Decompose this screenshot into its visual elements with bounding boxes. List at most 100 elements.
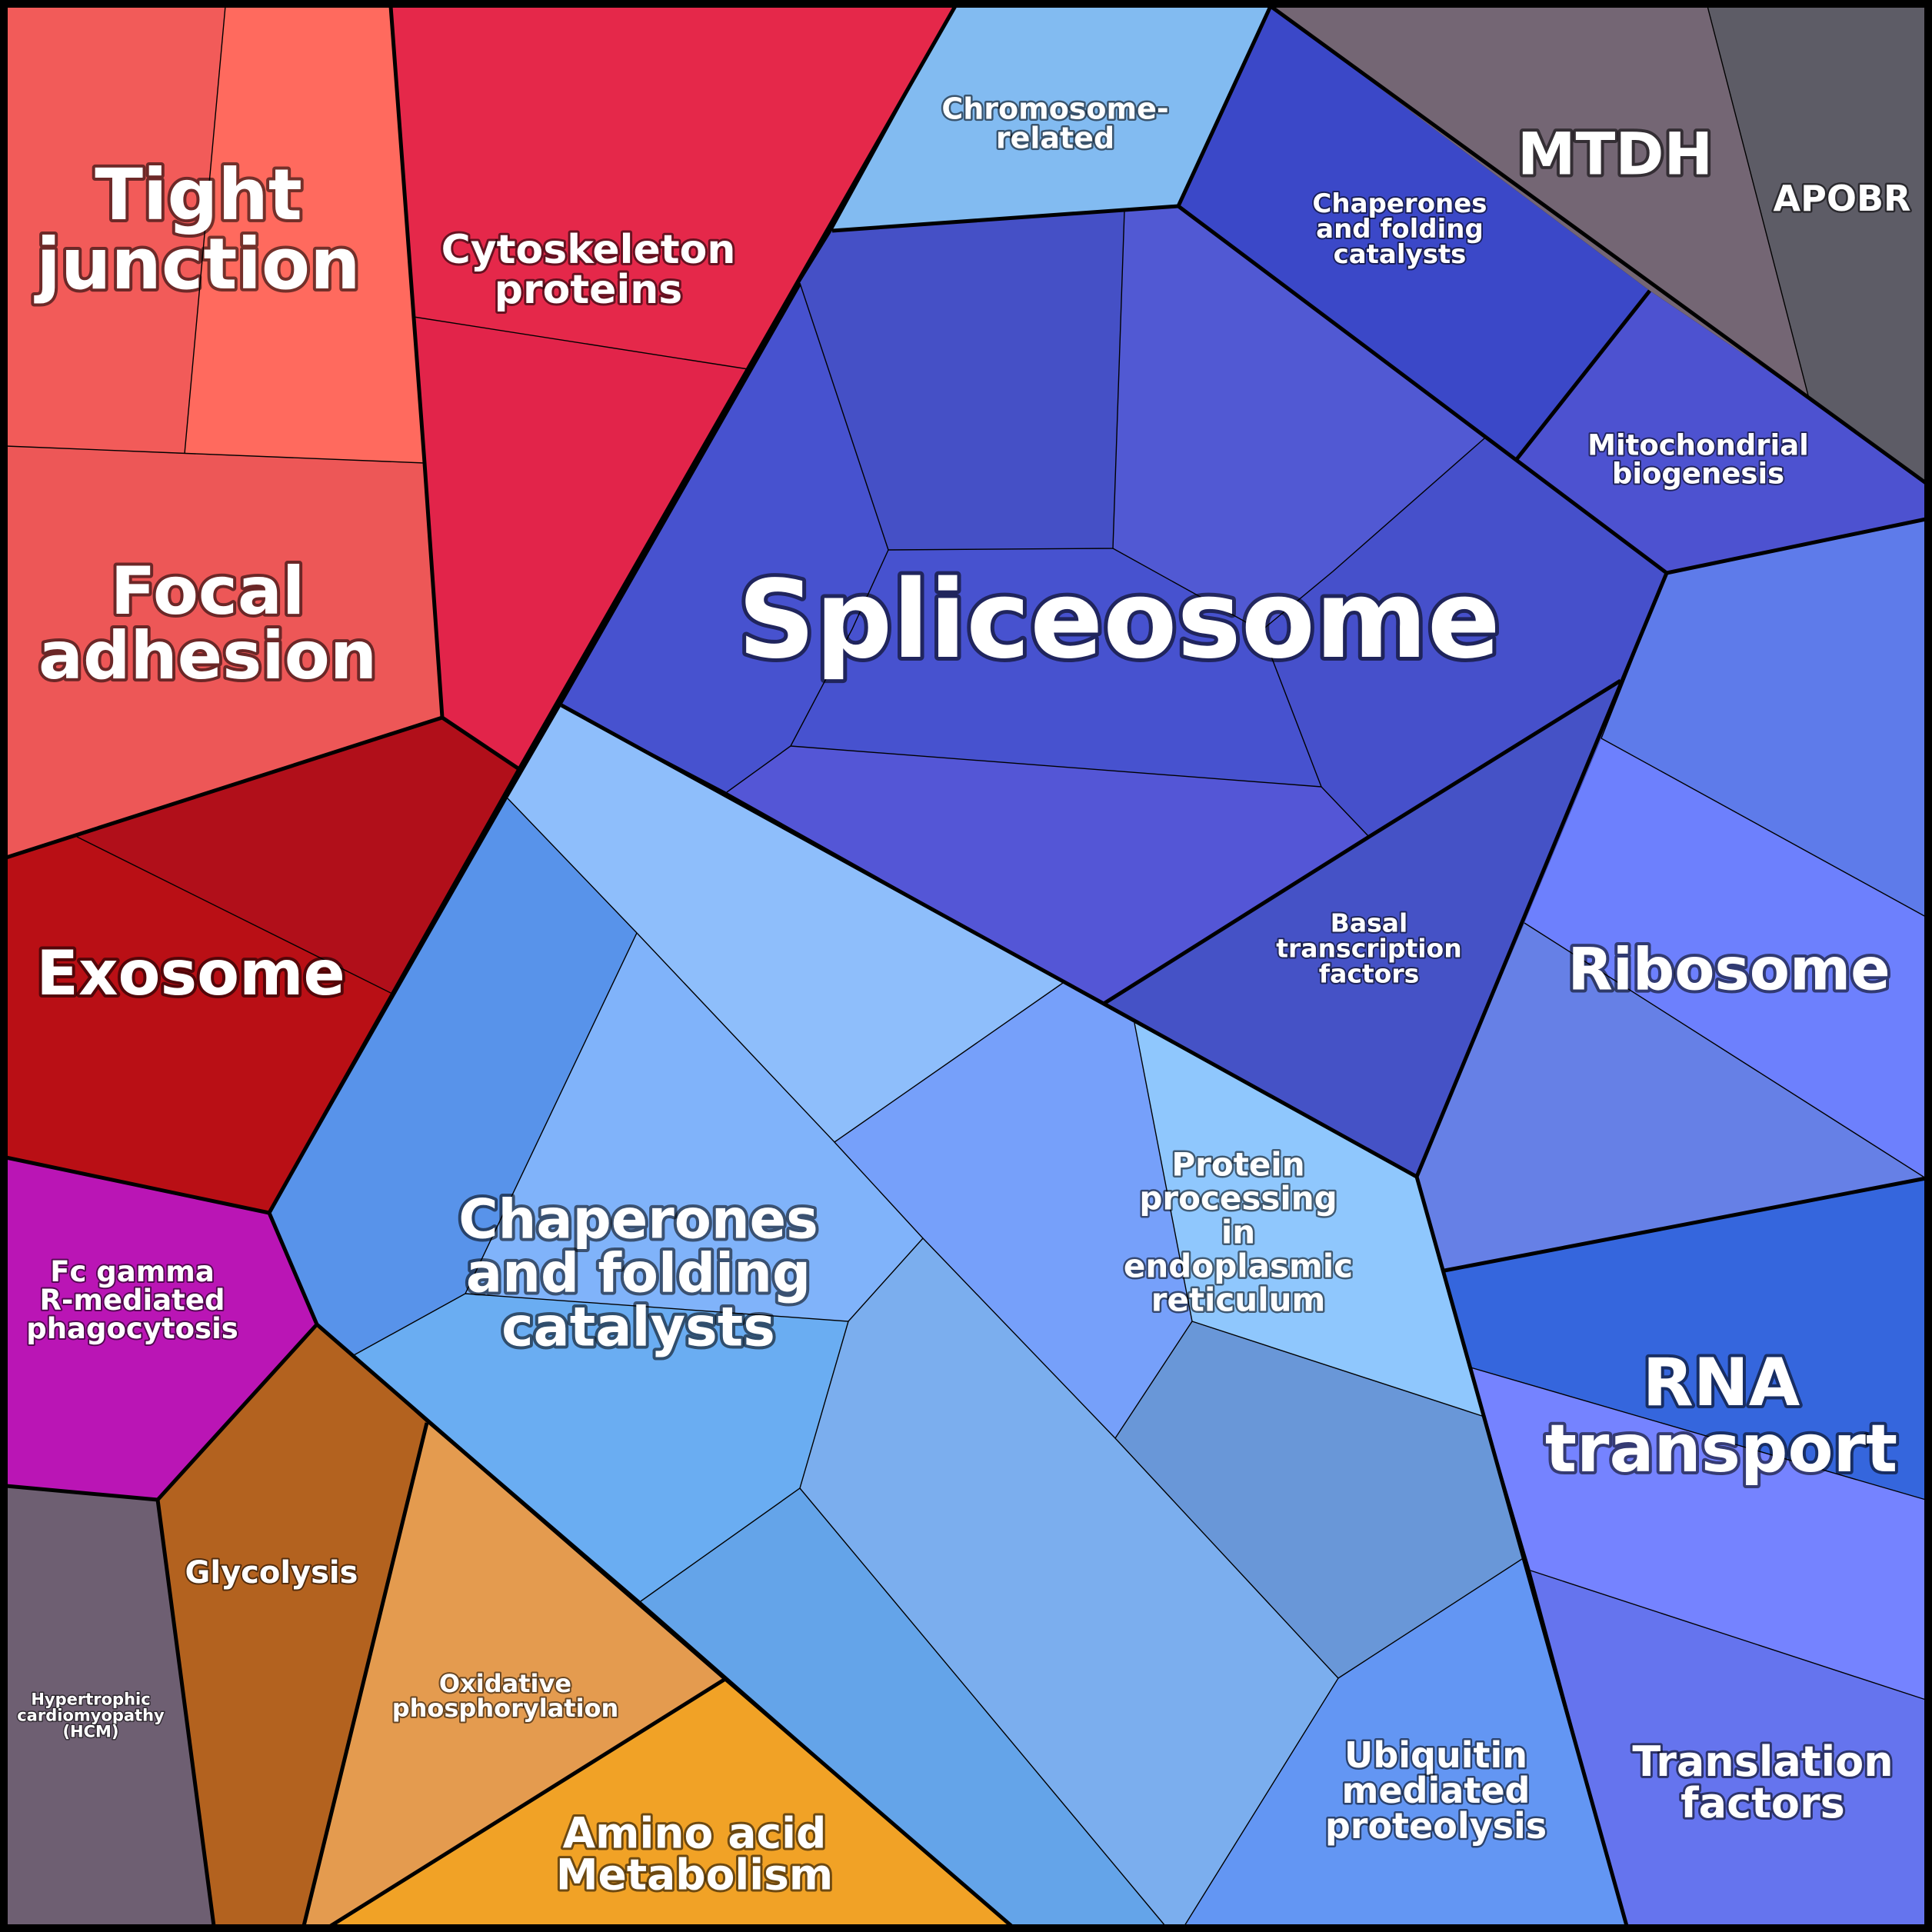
fc-gamma-label-line: R-mediated — [40, 1284, 225, 1317]
translation-factors-label-line: factors — [1681, 1779, 1845, 1827]
chaperones-main-cell-bottom[interactable] — [641, 1488, 1165, 1926]
chaperones-main-cell-main[interactable] — [465, 933, 923, 1321]
protein-er-cell-a[interactable] — [834, 983, 1192, 1438]
protein-er-label-line: processing — [1139, 1180, 1337, 1217]
apobr-label-line: APOBR — [1774, 178, 1911, 219]
fc-gamma-label-line: Fc gamma — [50, 1255, 215, 1288]
exosome-cell-a[interactable] — [77, 718, 519, 994]
spliceosome-cell-4[interactable] — [791, 548, 1321, 787]
chaperones-main-label-line: Chaperones — [458, 1188, 818, 1251]
exosome-label-line: Exosome — [36, 938, 345, 1009]
rna-transport-cell-b[interactable] — [1471, 1367, 1926, 1700]
fc-gamma-cell[interactable] — [6, 1158, 317, 1500]
ribosome-cell-a[interactable] — [1601, 519, 1926, 917]
protein-er-label-line: endoplasmic — [1124, 1247, 1353, 1285]
amino-acid-cell[interactable] — [331, 1679, 1011, 1926]
tight-junction-cell-a[interactable] — [6, 6, 225, 454]
oxphos-label-line: Oxidative — [439, 1669, 571, 1698]
chaperones-main-label-line: and folding — [466, 1242, 811, 1305]
ubiquitin-label-line: Ubiquitin — [1344, 1734, 1527, 1776]
fc-gamma-label-line: phagocytosis — [26, 1312, 238, 1345]
hcm-label-line: cardiomyopathy — [17, 1706, 165, 1724]
rna-transport-label-line: RNA — [1643, 1344, 1800, 1421]
ribosome-cell-c[interactable] — [1417, 923, 1926, 1271]
chaperones-main-cell-light[interactable] — [508, 705, 1063, 1142]
basal-transcription-label-line: Basal — [1331, 908, 1408, 938]
spliceosome-cell-1[interactable] — [561, 231, 888, 792]
glycolysis-cell[interactable] — [158, 1324, 427, 1926]
protein-er-label-line: reticulum — [1151, 1281, 1326, 1319]
basal-transcription-label-line: factors — [1319, 959, 1420, 989]
spliceosome-cell-2[interactable] — [800, 211, 1124, 550]
exosome-cell-b[interactable] — [6, 837, 392, 1213]
amino-acid-label-line: Amino acid — [563, 1808, 827, 1857]
basal-transcription-label-line: transcription — [1276, 934, 1461, 964]
protein-er-label-line: in — [1221, 1214, 1255, 1251]
translation-factors-cell[interactable] — [1531, 1571, 1926, 1926]
cytoskeleton-cell-a[interactable] — [391, 6, 955, 369]
basal-transcription-cell[interactable] — [1104, 681, 1621, 1177]
chaperones-main-cell-big[interactable] — [800, 1238, 1338, 1926]
mtdh-label-line: MTDH — [1517, 120, 1713, 188]
mtdh-label: MTDH — [1517, 120, 1713, 188]
spliceosome-cell-5[interactable] — [1261, 438, 1667, 837]
chaperones-top-cell[interactable] — [1178, 6, 1650, 459]
hcm-label-line: Hypertrophic — [31, 1690, 150, 1708]
spliceosome-cell-3[interactable] — [1113, 206, 1484, 631]
chaperones-main-cell-low[interactable] — [354, 1294, 848, 1601]
mitochondrial-biogenesis-cell[interactable] — [1517, 291, 1926, 573]
oxphos-cell[interactable] — [304, 1423, 725, 1926]
chromosome-label-line: Chromosome- — [941, 92, 1168, 125]
chaperones-main-label-line: catalysts — [501, 1296, 775, 1359]
protein-er-cell-b[interactable] — [1134, 1023, 1484, 1417]
mito-label-line: Mitochondrial — [1587, 428, 1809, 461]
internal-borders — [5, 5, 1927, 1927]
glycolysis-label: Glycolysis — [185, 1555, 358, 1591]
ribosome-cell-b[interactable] — [1524, 738, 1926, 1178]
chromosome-label: Chromosome-related — [941, 92, 1168, 155]
spliceosome-label: Spliceosome — [738, 558, 1500, 683]
ubiquitin-cell[interactable] — [1184, 1557, 1627, 1926]
protein-er-cell-c[interactable] — [1115, 1321, 1524, 1678]
hcm-label-line: (HCM) — [62, 1722, 118, 1740]
spliceosome-cell-7[interactable] — [727, 746, 1369, 1004]
chromosome-related-cell[interactable] — [832, 6, 1271, 231]
cytoskeleton-cell-b[interactable] — [414, 317, 748, 769]
amino-acid-label-line: Metabolism — [556, 1850, 833, 1899]
cytoskeleton-label-line: proteins — [495, 267, 683, 313]
chaperones-main-cell-mid[interactable] — [271, 798, 637, 1355]
hcm-cell[interactable] — [6, 1486, 214, 1926]
ribosome-label: Ribosome — [1567, 935, 1890, 1004]
focal-adhesion-label-line: Focal — [111, 553, 305, 630]
tight-junction-cell-b[interactable] — [185, 6, 425, 463]
chaperones-top-label-line: Chaperones — [1312, 188, 1487, 219]
spliceosome-label-line: Spliceosome — [738, 558, 1500, 683]
focal-adhesion-cell[interactable] — [6, 446, 442, 858]
rna-transport-label-line: transport — [1545, 1411, 1897, 1487]
oxphos-label-line: phosphorylation — [392, 1694, 619, 1723]
tight-junction-label-line: Tight — [95, 154, 302, 236]
rna-transport-cell-a[interactable] — [1444, 1178, 1926, 1500]
apobr-cell[interactable] — [1707, 6, 1926, 483]
apobr-label: APOBR — [1774, 178, 1911, 219]
chromosome-label-line: related — [996, 121, 1114, 155]
exosome-label: Exosome — [36, 938, 345, 1009]
mito-label-line: biogenesis — [1612, 457, 1784, 490]
focal-adhesion-label-line: adhesion — [38, 618, 377, 695]
